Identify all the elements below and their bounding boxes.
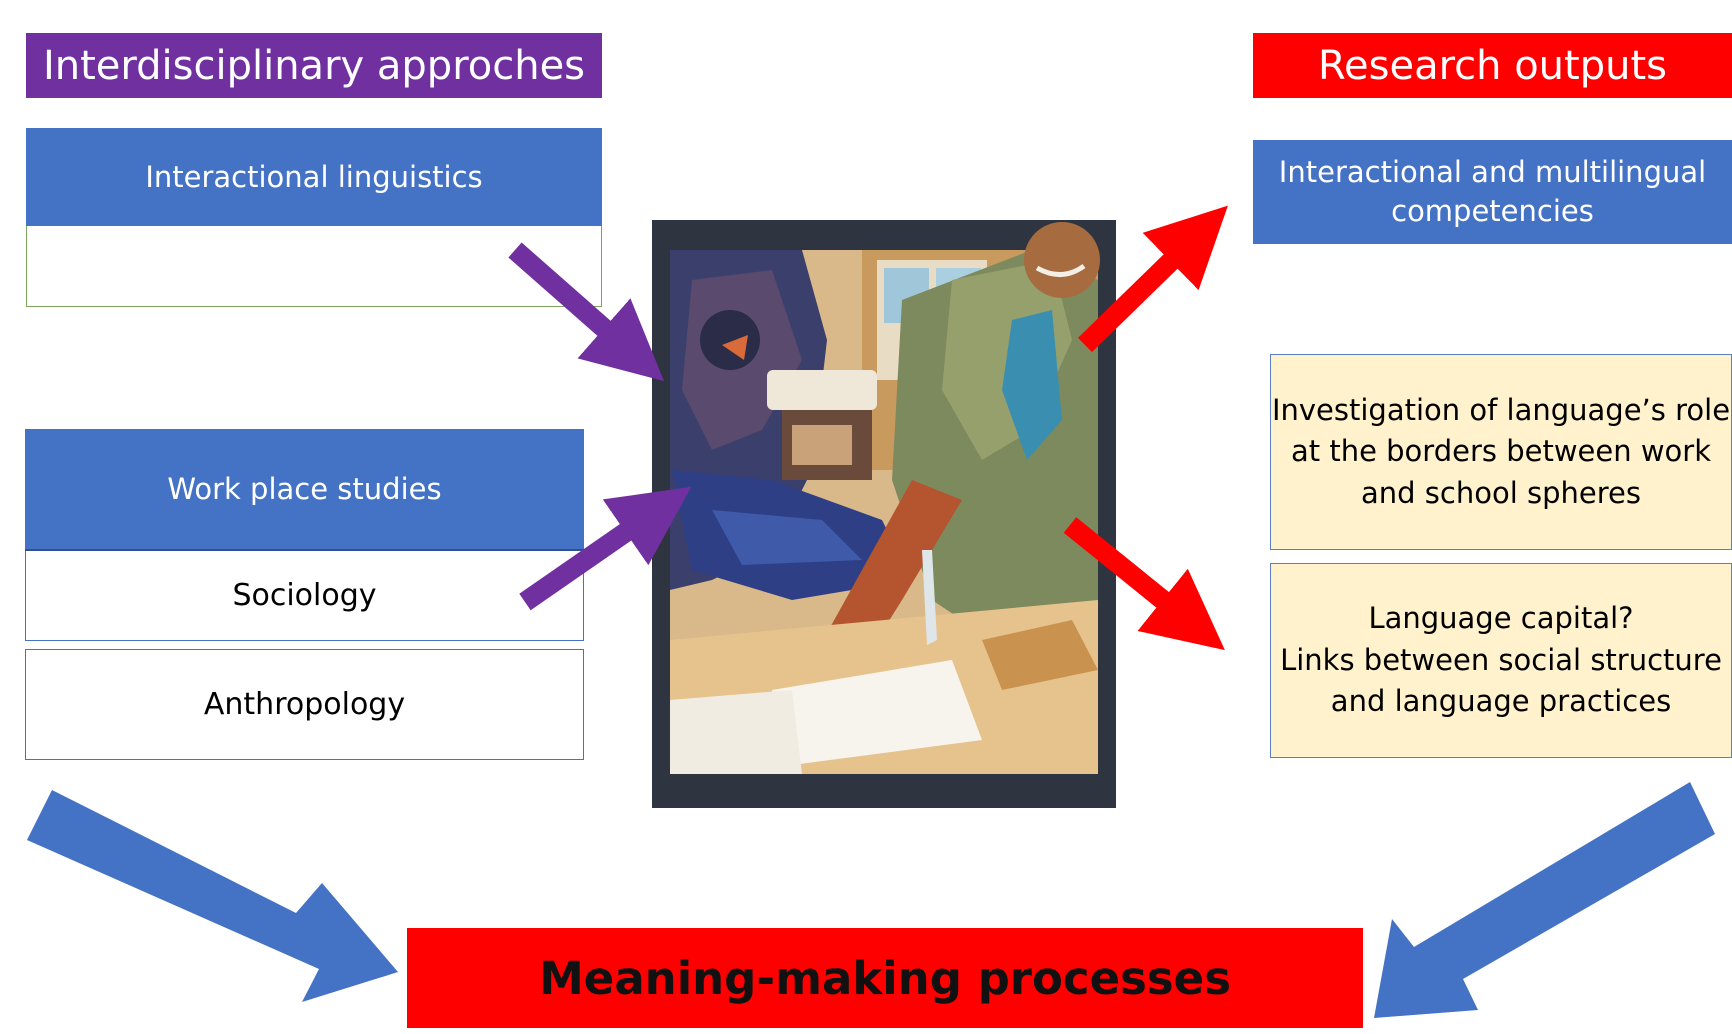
- right-section-title: Research outputs: [1253, 33, 1732, 98]
- interactional-linguistics-box: Interactional linguistics: [26, 128, 602, 226]
- work-place-studies-label: Work place studies: [167, 472, 442, 506]
- sociology-label: Sociology: [232, 578, 377, 613]
- anthropology-label: Anthropology: [203, 687, 406, 722]
- investigation-line-1: Investigation of language’s role: [1271, 392, 1731, 427]
- left-section-title: Interdisciplinary approches: [26, 33, 602, 98]
- investigation-line-2: at the borders between work: [1290, 434, 1712, 469]
- language-capital-box: Language capital? Links between social s…: [1270, 563, 1732, 758]
- language-capital-line-1: Language capital?: [1368, 601, 1634, 636]
- sociology-box: Sociology: [25, 551, 584, 641]
- workplace-photo: [652, 220, 1116, 808]
- investigation-line-3: and school spheres: [1361, 475, 1641, 510]
- blue-arrow-left: [27, 790, 398, 1002]
- competencies-line-2: competencies: [1391, 194, 1594, 228]
- language-capital-line-2: Links between social structure: [1280, 642, 1722, 677]
- meaning-making-banner: Meaning-making processes: [407, 928, 1363, 1028]
- interactional-linguistics-empty-box: [26, 226, 602, 307]
- interactional-linguistics-label: Interactional linguistics: [145, 160, 483, 194]
- work-place-studies-box: Work place studies: [25, 429, 584, 551]
- competencies-box: Interactional and multilingual competenc…: [1253, 140, 1732, 244]
- language-capital-line-3: and language practices: [1330, 684, 1672, 719]
- anthropology-box: Anthropology: [25, 649, 584, 760]
- blue-arrow-right: [1374, 782, 1715, 1018]
- competencies-line-1: Interactional and multilingual: [1278, 154, 1707, 189]
- investigation-box: Investigation of language’s role at the …: [1270, 354, 1732, 550]
